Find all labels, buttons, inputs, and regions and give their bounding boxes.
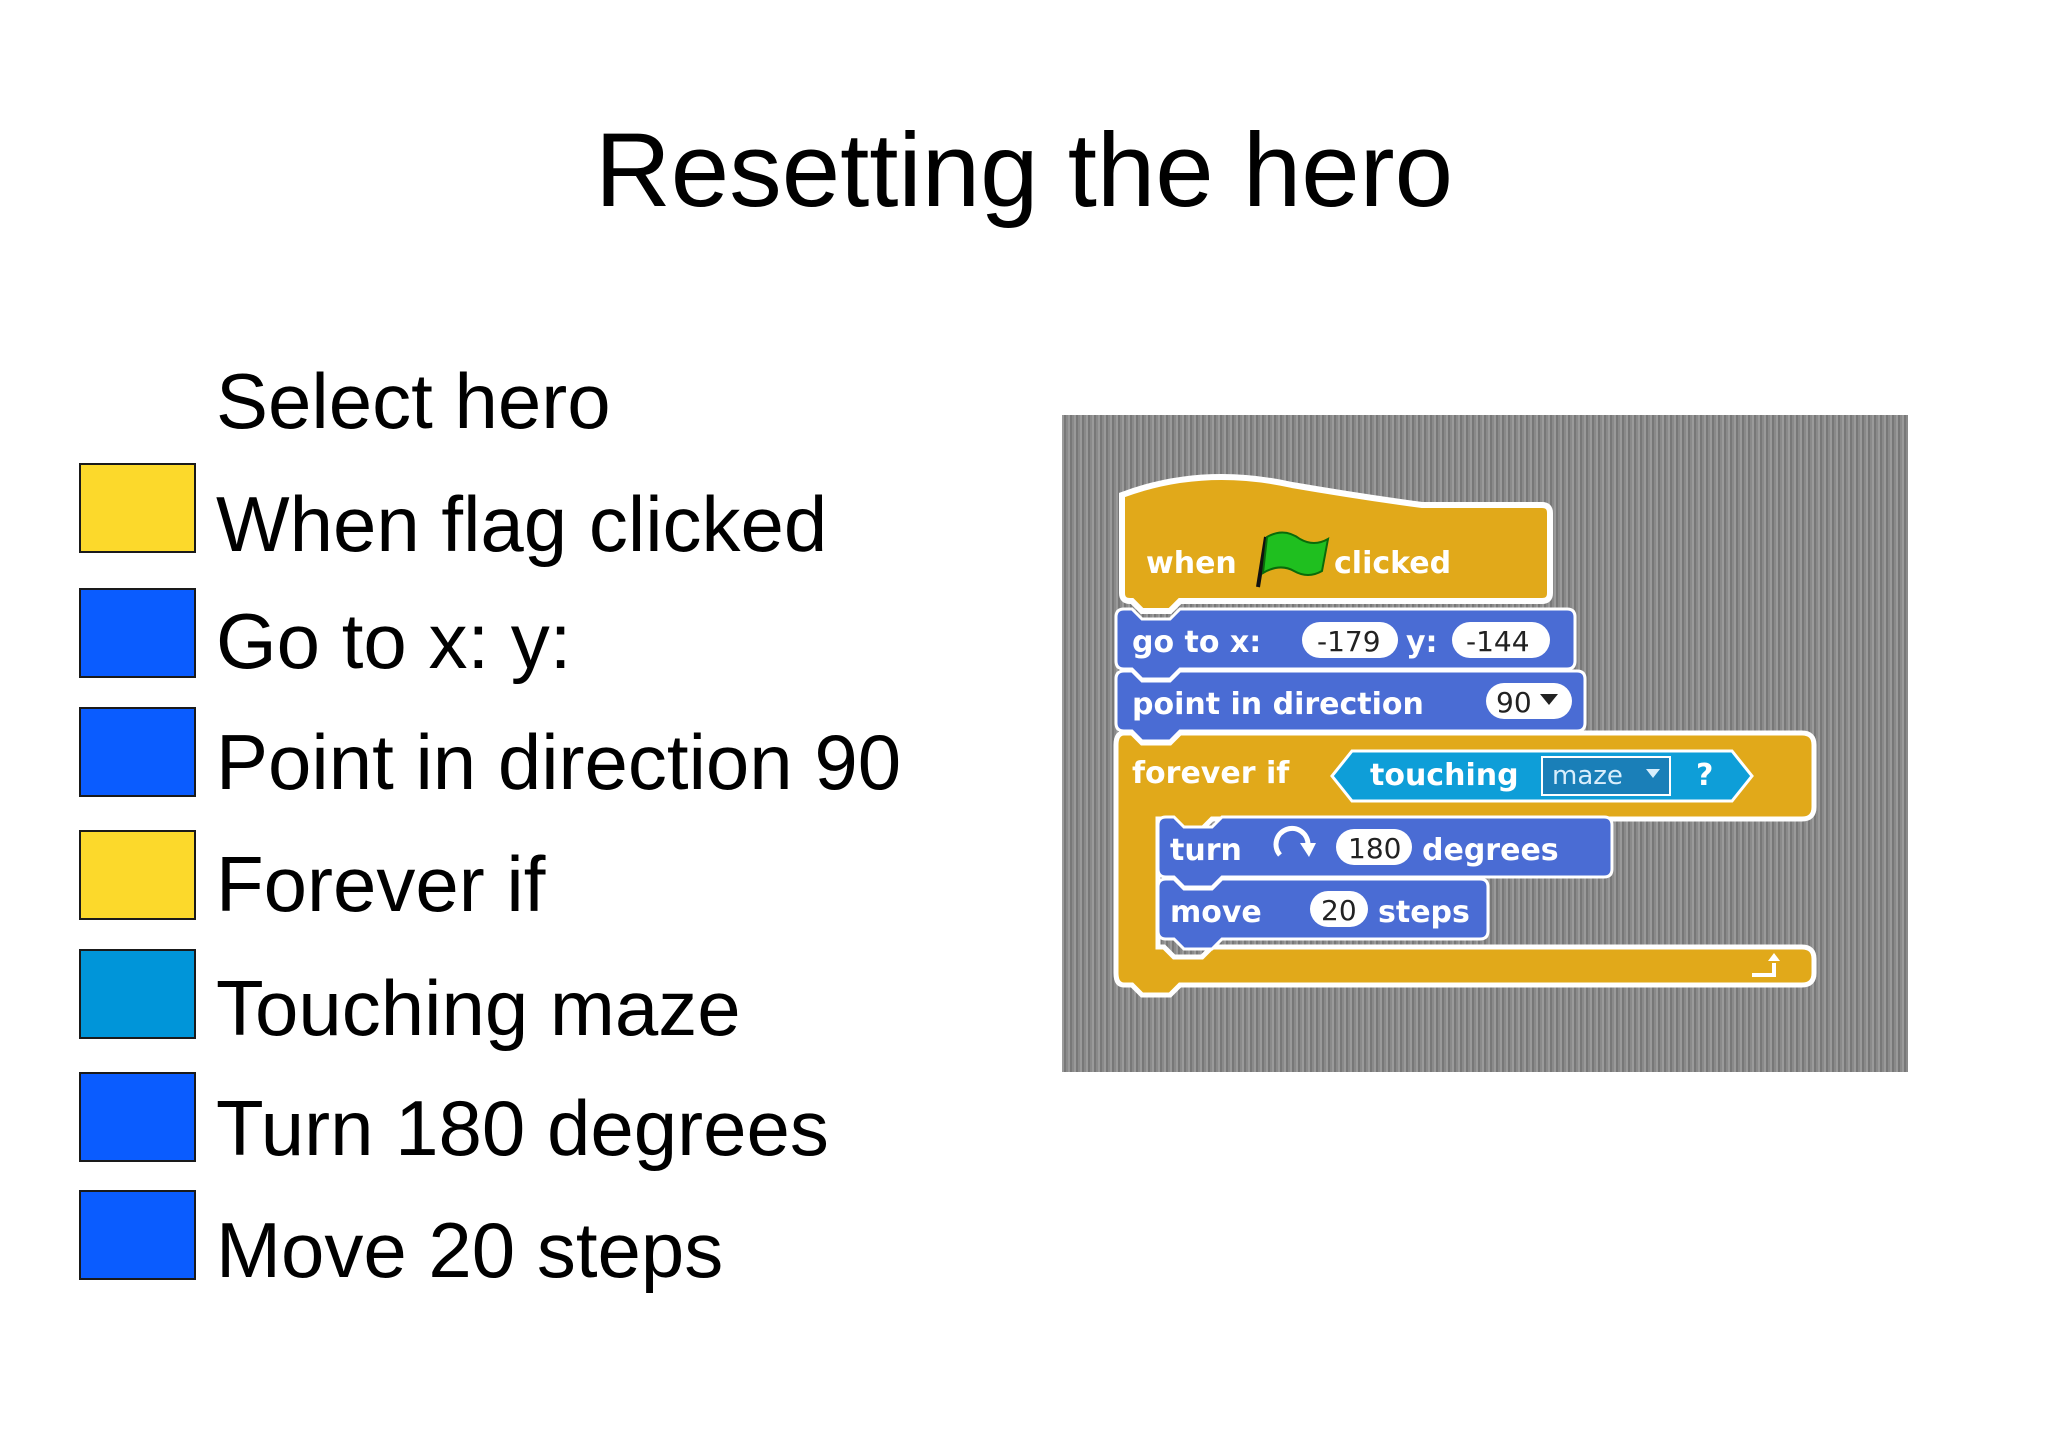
color-swatch-motion (79, 707, 196, 797)
move-steps-input[interactable] (1310, 891, 1368, 927)
color-swatch-control (79, 463, 196, 553)
touching-target-value: maze (1552, 761, 1623, 791)
hat-block-shape (1119, 474, 1553, 614)
slide-title: Resetting the hero (594, 112, 1454, 229)
step-label: Select hero (216, 357, 611, 445)
goto-label: go to x: (1132, 625, 1261, 660)
sensing-block-touching[interactable]: touching maze ? (1330, 749, 1754, 803)
color-swatch-control (79, 830, 196, 920)
motion-block-point-in-direction[interactable]: point in direction 90 (1114, 669, 1587, 743)
step-label: Forever if (216, 840, 546, 928)
step-item-select-hero: Select hero (0, 362, 1000, 472)
step-label: Point in direction 90 (216, 718, 902, 806)
touching-target-dropdown[interactable] (1541, 756, 1671, 796)
step-item-forever-if: Forever if (0, 830, 1000, 940)
loop-arrow-icon (1752, 953, 1780, 977)
scratch-script: when clicked go to x: -179 y: -144 point… (1113, 474, 1817, 998)
move-value: 20 (1321, 894, 1357, 927)
turn-degrees-label: degrees (1422, 833, 1559, 868)
move-steps-label: steps (1378, 895, 1470, 930)
goto-y-label: y: (1406, 625, 1438, 660)
hat-word-clicked: clicked (1334, 546, 1451, 581)
goto-y-value: -144 (1466, 625, 1530, 658)
step-label: Touching maze (216, 964, 741, 1052)
step-label: Turn 180 degrees (216, 1084, 829, 1172)
step-item-go-to: Go to x: y: (0, 588, 1000, 698)
motion-block-go-to[interactable]: go to x: -179 y: -144 (1114, 607, 1577, 681)
turn-label: turn (1170, 833, 1242, 868)
scratch-script-area: when clicked go to x: -179 y: -144 point… (1062, 415, 1908, 1072)
step-label: When flag clicked (216, 480, 828, 568)
step-item-turn-180: Turn 180 degrees (0, 1072, 1000, 1182)
goto-x-value: -179 (1317, 625, 1381, 658)
goto-x-input[interactable] (1302, 622, 1398, 658)
color-swatch-motion (79, 1072, 196, 1162)
chevron-down-icon (1540, 694, 1558, 705)
step-item-touching-maze: Touching maze (0, 949, 1000, 1059)
color-swatch-motion (79, 588, 196, 678)
motion-block-move[interactable]: move 20 steps (1156, 877, 1490, 951)
touching-question: ? (1696, 758, 1713, 793)
step-label: Go to x: y: (216, 597, 572, 685)
goto-y-input[interactable] (1452, 622, 1550, 658)
rotate-right-icon (1273, 825, 1316, 857)
step-item-when-flag-clicked: When flag clicked (0, 463, 1000, 573)
color-swatch-sensing (79, 949, 196, 1039)
motion-block-turn[interactable]: turn 180 degrees (1156, 815, 1614, 889)
color-swatch-motion (79, 1190, 196, 1280)
touching-label: touching (1370, 758, 1519, 793)
direction-dropdown[interactable] (1486, 683, 1572, 719)
hat-word-when: when (1146, 546, 1237, 581)
forever-if-label: forever if (1132, 756, 1290, 791)
step-item-point-in-direction: Point in direction 90 (0, 707, 1000, 817)
step-item-move-20: Move 20 steps (0, 1190, 1000, 1300)
turn-value: 180 (1348, 832, 1401, 865)
move-label: move (1170, 895, 1262, 930)
turn-degrees-input[interactable] (1336, 829, 1412, 865)
chevron-down-icon (1646, 769, 1660, 778)
hat-block-when-flag-clicked[interactable]: when clicked (1119, 474, 1553, 614)
direction-value: 90 (1496, 686, 1532, 719)
step-label: Move 20 steps (216, 1206, 724, 1294)
green-flag-icon (1256, 531, 1330, 588)
point-label: point in direction (1132, 687, 1424, 722)
